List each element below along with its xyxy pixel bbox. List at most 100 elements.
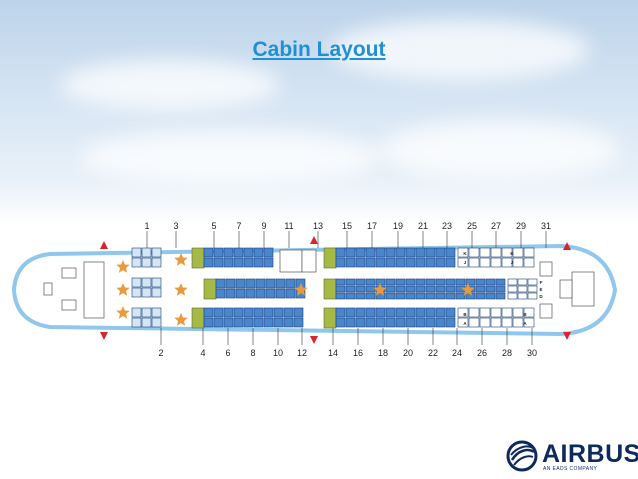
economy-seat bbox=[435, 278, 446, 286]
premium-seat bbox=[131, 287, 142, 298]
front-seat bbox=[490, 257, 502, 268]
economy-seat bbox=[253, 257, 264, 268]
star-marker bbox=[373, 283, 387, 296]
economy-seat bbox=[225, 288, 236, 299]
economy-seat bbox=[465, 278, 476, 286]
economy-seat bbox=[203, 247, 214, 258]
premium-seat bbox=[131, 247, 142, 258]
economy-seat bbox=[255, 278, 266, 289]
star-marker bbox=[116, 306, 130, 319]
premium-seat bbox=[151, 317, 162, 328]
row-number: 11 bbox=[284, 221, 293, 231]
economy-seat bbox=[285, 288, 296, 299]
economy-seat bbox=[223, 317, 234, 328]
row-number: 3 bbox=[173, 221, 178, 231]
front-seat bbox=[527, 292, 538, 300]
economy-seat bbox=[243, 317, 254, 328]
front-seat bbox=[507, 285, 518, 293]
page-title: Cabin Layout bbox=[252, 38, 386, 61]
front-seat bbox=[512, 257, 524, 268]
front-seat bbox=[479, 257, 491, 268]
front-seat bbox=[517, 285, 528, 293]
economy-seat bbox=[213, 317, 224, 328]
airbus-logo: AIRBUS AN EADS COMPANY bbox=[506, 440, 638, 476]
premium-seat bbox=[151, 247, 162, 258]
galley-unit bbox=[191, 307, 205, 329]
economy-seat bbox=[425, 317, 436, 328]
star-marker bbox=[116, 283, 130, 296]
seat-letter: K bbox=[510, 251, 514, 256]
front-lavatory bbox=[539, 303, 553, 319]
economy-seat bbox=[385, 292, 396, 300]
economy-seat bbox=[375, 278, 386, 286]
economy-seat bbox=[435, 317, 446, 328]
row-number: 22 bbox=[428, 348, 438, 358]
economy-seat bbox=[485, 292, 496, 300]
economy-seat bbox=[233, 247, 244, 258]
premium-seat bbox=[131, 317, 142, 328]
premium-seat bbox=[151, 257, 162, 268]
economy-seat bbox=[485, 285, 496, 293]
exit-marker bbox=[310, 336, 318, 344]
economy-seat bbox=[235, 288, 246, 299]
economy-seat bbox=[375, 257, 386, 268]
economy-seat bbox=[335, 317, 346, 328]
economy-seat bbox=[365, 247, 376, 258]
front-seat bbox=[517, 278, 528, 286]
economy-seat bbox=[273, 317, 284, 328]
star-marker bbox=[174, 313, 188, 326]
galley-unit bbox=[323, 247, 337, 269]
front-seat bbox=[479, 247, 491, 258]
front-seat bbox=[457, 247, 469, 258]
economy-seat bbox=[283, 307, 294, 318]
markers bbox=[100, 236, 571, 344]
row-number: 2 bbox=[158, 348, 163, 358]
economy-seat bbox=[425, 257, 436, 268]
logo-wordmark: AIRBUS bbox=[542, 440, 638, 468]
economy-seat bbox=[425, 247, 436, 258]
economy-seat bbox=[355, 285, 366, 293]
economy-seat bbox=[385, 247, 396, 258]
economy-seat bbox=[263, 247, 274, 258]
economy-seat bbox=[235, 278, 246, 289]
star-marker bbox=[294, 283, 308, 296]
economy-seat bbox=[375, 247, 386, 258]
economy-seat bbox=[223, 257, 234, 268]
rear-galley bbox=[83, 261, 105, 319]
front-seat bbox=[501, 307, 513, 318]
front-seat bbox=[501, 247, 513, 258]
economy-seat bbox=[345, 247, 356, 258]
economy-seat bbox=[345, 285, 356, 293]
front-seat bbox=[490, 307, 502, 318]
economy-seat bbox=[203, 257, 214, 268]
premium-seat bbox=[141, 317, 152, 328]
economy-seat bbox=[233, 257, 244, 268]
seat-letter: B bbox=[463, 312, 467, 317]
economy-seat bbox=[255, 288, 266, 299]
galley-unit bbox=[203, 278, 217, 300]
row-number: 29 bbox=[516, 221, 526, 231]
premium-seat bbox=[141, 307, 152, 318]
row-number: 4 bbox=[200, 348, 205, 358]
economy-seat bbox=[375, 307, 386, 318]
row-number: 23 bbox=[442, 221, 452, 231]
mid-lavatory bbox=[301, 249, 317, 273]
economy-seat bbox=[475, 285, 486, 293]
economy-seat bbox=[355, 278, 366, 286]
economy-seat bbox=[445, 257, 456, 268]
economy-seat bbox=[215, 288, 226, 299]
economy-seat bbox=[365, 257, 376, 268]
economy-seat bbox=[455, 292, 466, 300]
economy-seat bbox=[425, 307, 436, 318]
economy-seat bbox=[355, 247, 366, 258]
economy-seat bbox=[445, 292, 456, 300]
row-number: 10 bbox=[273, 348, 283, 358]
front-lavatory bbox=[539, 261, 553, 277]
economy-seat bbox=[283, 317, 294, 328]
front-seat bbox=[501, 257, 513, 268]
economy-seat bbox=[395, 257, 406, 268]
front-seat bbox=[457, 317, 469, 328]
front-seat bbox=[457, 257, 469, 268]
